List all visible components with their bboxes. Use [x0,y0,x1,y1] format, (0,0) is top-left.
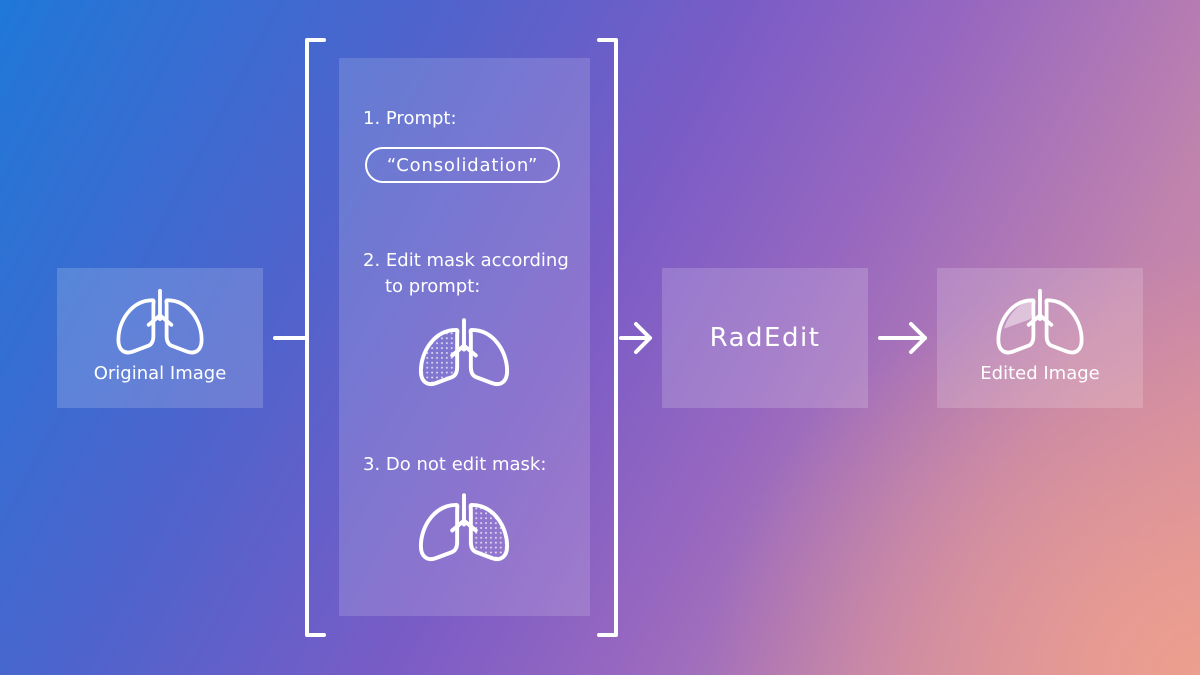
lungs-edit-mask-icon [418,318,510,387]
right-bracket [597,38,618,637]
step-1-label: 1. Prompt: [363,108,457,129]
original-image-label: Original Image [93,362,227,384]
prompt-pill: “Consolidation” [365,147,560,183]
original-image-box: Original Image [57,268,263,408]
conditioning-panel: 1. Prompt: “Consolidation” 2. Edit mask … [339,58,590,616]
edited-image-label: Edited Image [980,362,1100,384]
arrow-right-icon [878,322,927,354]
step-2-label-line1: 2. Edit mask according [363,250,569,271]
step-2-label-line2: to prompt: [385,276,481,297]
lungs-no-edit-mask-icon [418,493,510,562]
lungs-edited-icon [996,288,1084,354]
edited-image-box: Edited Image [937,268,1143,408]
radedit-label: RadEdit [709,323,821,353]
radedit-model-box: RadEdit [662,268,868,408]
step-3-label: 3. Do not edit mask: [363,454,547,475]
arrow-right-icon [619,322,652,354]
lungs-icon [116,288,204,354]
left-bracket [305,38,326,637]
